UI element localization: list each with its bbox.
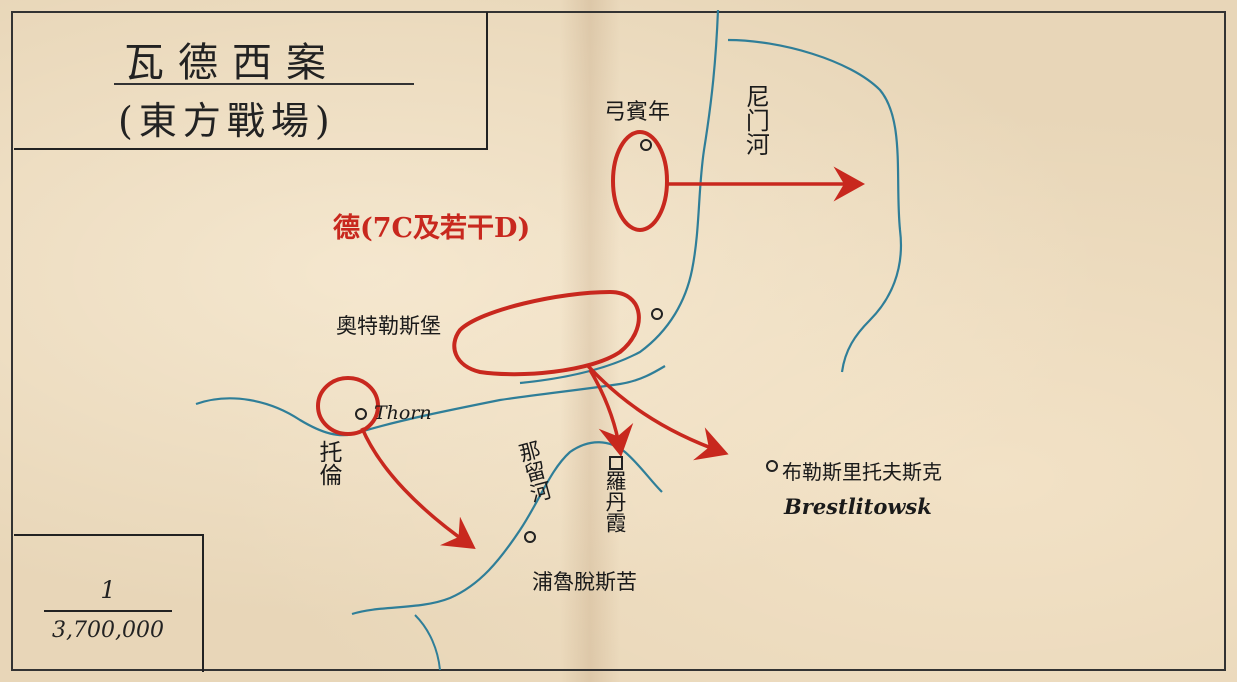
niemen-river <box>519 9 720 385</box>
plock-label: 浦魯脫斯苦 <box>532 570 637 594</box>
rozan-label: 羅丹霞 <box>603 470 627 533</box>
thorn-label-cn: 托倫 <box>315 440 341 486</box>
brest-marker <box>766 460 778 472</box>
center-army-outline <box>452 289 641 377</box>
title-box: 瓦德西案 (東方戰場) <box>14 12 488 150</box>
narew-tributary <box>414 614 441 671</box>
ortelsburg-label: 奧特勒斯堡 <box>336 314 441 338</box>
vistula-river <box>195 365 666 437</box>
thorn-label-en: Thorn <box>374 402 432 424</box>
rozan-marker <box>609 456 623 470</box>
paper-fold <box>560 0 620 682</box>
west-arrow <box>360 427 476 550</box>
title-divider <box>114 83 414 85</box>
brest-label-en: Brestlitowsk <box>784 494 932 519</box>
niemen-river-label: 尼门河 <box>741 84 770 156</box>
north-army-ellipse <box>611 130 669 232</box>
map-subtitle: (東方戰場) <box>118 99 336 143</box>
plock-marker <box>524 531 536 543</box>
scale-denominator: 3,700,000 <box>52 618 164 643</box>
map-title: 瓦德西案 <box>124 40 340 86</box>
brest-label-cn: 布勒斯里托夫斯克 <box>782 460 942 484</box>
bialystok-marker <box>640 139 652 151</box>
west-army-ellipse <box>316 376 380 436</box>
center-arrow-southeast <box>586 364 729 461</box>
scale-box: 1 3,700,000 <box>14 534 204 672</box>
east-river <box>727 38 902 373</box>
map-frame <box>11 11 1226 671</box>
force-label: 德(7C及若干D) <box>333 213 531 244</box>
bialystok-label: 弓賓年 <box>604 100 671 125</box>
center-arrow-south <box>588 369 634 457</box>
scale-fraction-line <box>44 610 172 612</box>
thorn-marker <box>355 408 367 420</box>
ortelsburg-marker <box>651 308 663 320</box>
scale-numerator: 1 <box>100 576 116 604</box>
